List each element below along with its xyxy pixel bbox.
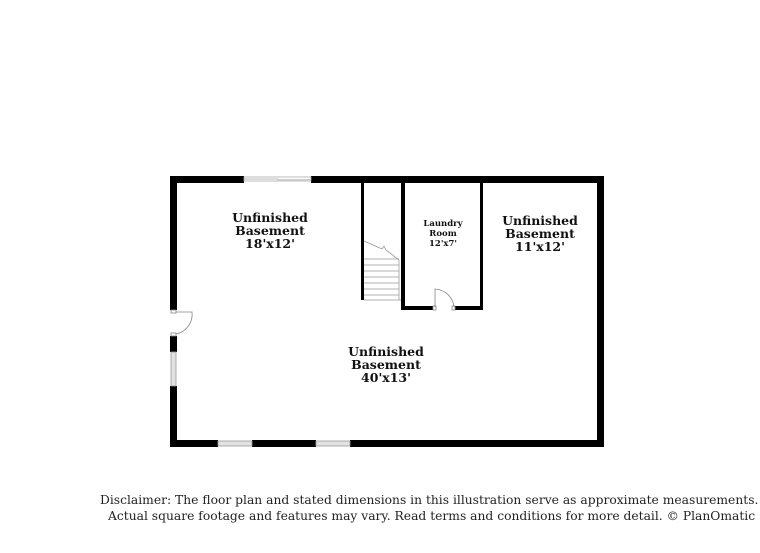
room-dimensions: 18'x12'	[245, 236, 295, 251]
room-name-line2: Basement	[235, 223, 305, 238]
room-name-line1: Laundry	[423, 219, 463, 229]
room-label-basement-nw: Unfinished Basement 18'x12'	[215, 211, 325, 250]
room-label-basement-ne: Unfinished Basement 11'x12'	[485, 214, 595, 253]
disclaimer: Disclaimer: The floor plan and stated di…	[100, 492, 759, 524]
room-dimensions: 40'x13'	[361, 370, 411, 385]
room-name-line1: Unfinished	[348, 344, 424, 359]
room-name-line2: Basement	[351, 357, 421, 372]
top-window	[243, 176, 312, 182]
laundry-door	[432, 288, 456, 311]
room-label-laundry: Laundry Room 12'x7'	[410, 219, 476, 249]
room-name-line2: Room	[429, 229, 457, 239]
room-dimensions: 12'x7'	[428, 239, 457, 249]
exterior-walls	[170, 176, 604, 447]
disclaimer-line1: Disclaimer: The floor plan and stated di…	[100, 493, 759, 507]
bottom-window-1	[217, 440, 253, 447]
left-window	[170, 351, 177, 387]
room-name-line1: Unfinished	[232, 210, 308, 225]
interior-walls	[361, 183, 483, 310]
staircase	[363, 240, 401, 301]
room-name-line1: Unfinished	[502, 213, 578, 228]
room-name-line2: Basement	[505, 226, 575, 241]
exterior-door	[170, 309, 193, 337]
bottom-window-2	[315, 440, 351, 447]
room-label-basement-main: Unfinished Basement 40'x13'	[331, 345, 441, 384]
room-dimensions: 11'x12'	[515, 239, 565, 254]
disclaimer-line2: Actual square footage and features may v…	[108, 509, 756, 523]
